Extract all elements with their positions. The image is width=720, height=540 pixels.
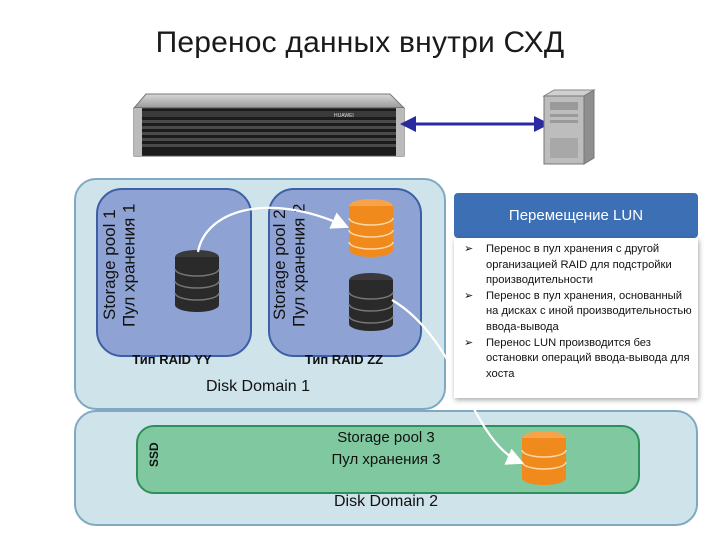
bullet-arrow-icon: ➢ [464, 243, 474, 255]
disk-stack-icon [348, 199, 394, 257]
raid-type-yy: Тип RAID YY [132, 352, 212, 367]
list-item: ➢Перенос в пул хранения с другой организ… [464, 243, 672, 287]
disk-domain-2-label: Disk Domain 2 [333, 493, 439, 510]
page-title: Перенос данных внутри СХД [155, 26, 565, 59]
storage-array-icon: HUAWEI [132, 93, 406, 157]
raid-type-zz: Тип RAID ZZ [304, 352, 384, 367]
info-panel: ➢Перенос в пул хранения с другой организ… [454, 238, 698, 398]
list-item: ➢Перенос в пул хранения, основанный на д… [464, 289, 692, 333]
double-arrow-icon [400, 116, 550, 132]
pool-3-label: Storage pool 3 Пул хранения 3 [296, 427, 476, 471]
disk-stack-icon [521, 431, 567, 485]
server-tower-icon [542, 89, 596, 165]
bullet-arrow-icon: ➢ [464, 336, 474, 349]
disk-stack-icon [174, 250, 220, 312]
panel-header: Перемещение LUN [454, 193, 698, 238]
pool-3-name-en: Storage pool 3 [337, 429, 435, 446]
migration-arrow [196, 206, 350, 253]
disk-domain-1-label: Disk Domain 1 [205, 378, 311, 395]
bullet-arrow-icon: ➢ [464, 289, 474, 302]
pool-3-name-ru: Пул хранения 3 [331, 450, 441, 468]
list-item: ➢Перенос LUN производится без остановки … [464, 336, 690, 380]
brand-logo: HUAWEI [334, 113, 354, 119]
disk-stack-icon [348, 273, 394, 331]
